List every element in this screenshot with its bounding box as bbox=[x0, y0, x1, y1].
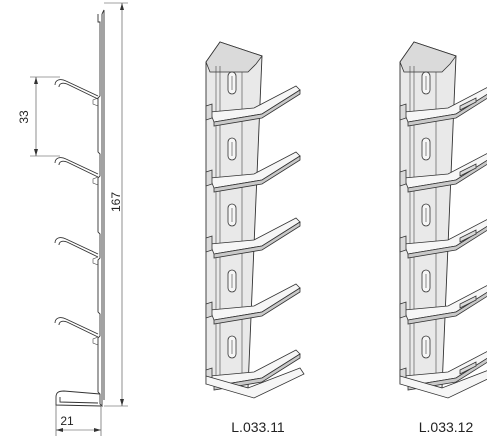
strip-shelf-edge bbox=[213, 221, 301, 259]
strip-shelf-edge bbox=[407, 93, 487, 127]
strip-shelf-edge bbox=[213, 155, 301, 193]
strip-notch bbox=[399, 169, 407, 187]
strip-notch bbox=[205, 103, 213, 121]
strip-notch bbox=[399, 103, 407, 121]
strip-top-edge bbox=[399, 41, 457, 73]
strip-clip-tab bbox=[459, 229, 477, 243]
product-code-label: L.033.11 bbox=[231, 419, 285, 435]
product-illustration-1 bbox=[205, 41, 305, 399]
strip-shelf-edge bbox=[407, 225, 487, 259]
product-code-label: L.033.12 bbox=[419, 419, 474, 435]
strip-clip-tab bbox=[459, 97, 477, 111]
strip-shelf-edge bbox=[213, 89, 301, 127]
profile-arms bbox=[54, 79, 102, 407]
strip-shelf-edge bbox=[407, 159, 487, 193]
profile-back-wall bbox=[97, 14, 103, 408]
strip-clip-tab bbox=[459, 295, 477, 309]
profile-section: 33 167 21 bbox=[17, 2, 128, 436]
strip-notch bbox=[205, 235, 213, 253]
strip-shelf-edge bbox=[213, 287, 301, 325]
profile-arm bbox=[54, 157, 99, 178]
strip-foot bbox=[399, 370, 487, 399]
height-dimension: 167 bbox=[104, 2, 128, 407]
product-illustration-2 bbox=[399, 41, 487, 399]
profile-arm bbox=[54, 79, 99, 100]
strip-foot bbox=[205, 367, 305, 399]
strip-notch bbox=[205, 169, 213, 187]
strip-clip-tab bbox=[459, 361, 477, 375]
strip-notch bbox=[205, 301, 213, 319]
strip-shelf-edge bbox=[407, 291, 487, 325]
profile-arm bbox=[54, 317, 99, 338]
pitch-dimension-label: 33 bbox=[17, 110, 31, 124]
height-dimension-label: 167 bbox=[109, 192, 123, 212]
strip-top-edge bbox=[205, 41, 263, 73]
profile-arm bbox=[54, 237, 99, 258]
width-dimension-label: 21 bbox=[60, 414, 74, 428]
strip-notch bbox=[399, 301, 407, 319]
width-dimension: 21 bbox=[55, 404, 102, 436]
pitch-dimension: 33 bbox=[17, 76, 60, 157]
profile-base bbox=[55, 390, 102, 407]
strip-clip-tab bbox=[459, 163, 477, 177]
strip-notch bbox=[399, 235, 407, 253]
